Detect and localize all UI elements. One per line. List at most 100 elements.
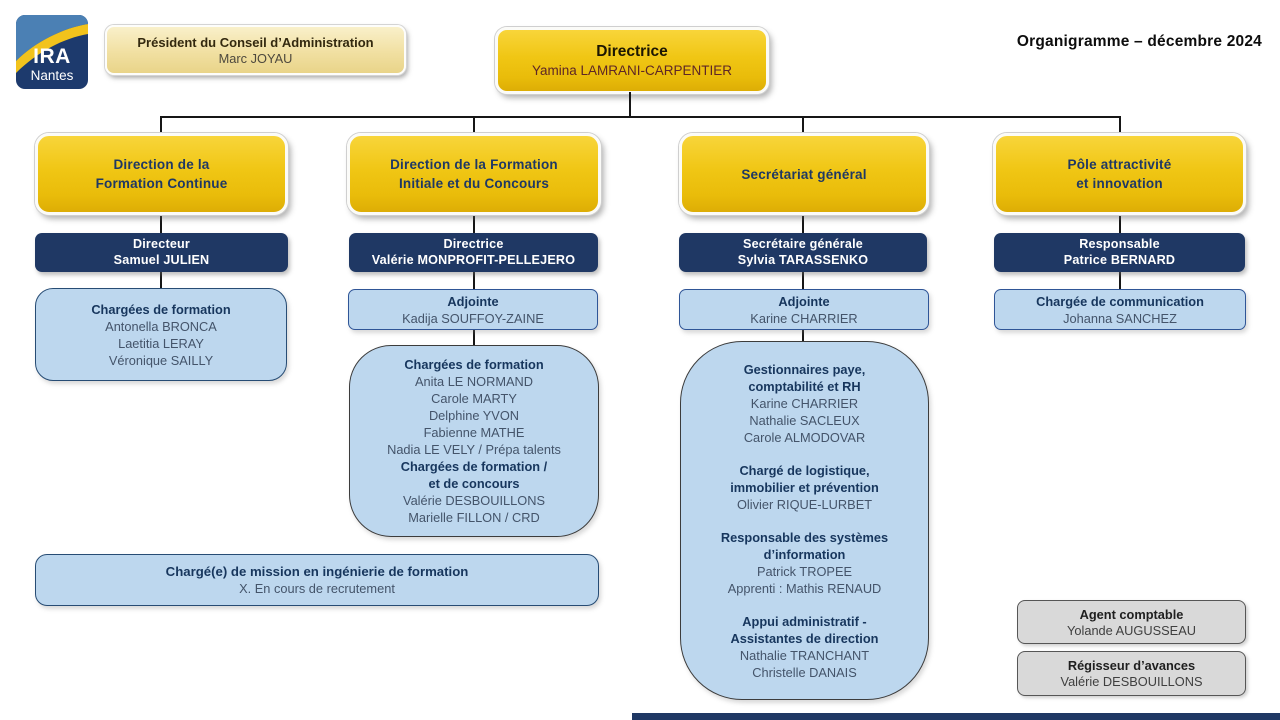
connector-b3-deputy	[802, 272, 804, 289]
connector-horizontal	[160, 116, 1121, 118]
team-subtitle: Assistantes de direction	[730, 630, 879, 646]
dept-box-secretariat-general: Secrétariat général	[679, 133, 929, 215]
connector-stub-b4	[1119, 116, 1121, 134]
head-box-responsable-pai: Responsable Patrice BERNARD	[994, 233, 1245, 272]
dept-title-line: Direction de la Formation	[390, 157, 558, 172]
team-member: Marielle FILLON / CRD	[408, 510, 540, 525]
connector-b4-head	[1119, 215, 1121, 234]
head-name: Samuel JULIEN	[113, 252, 210, 267]
team-subtitle: immobilier et prévention	[730, 479, 879, 495]
connector-stub-b1	[160, 116, 162, 134]
team-member: Patrick TROPEE	[756, 563, 853, 579]
logo-text-nantes: Nantes	[30, 68, 74, 83]
team-member: Carole MARTY	[431, 391, 517, 406]
team-member: Véronique SAILLY	[108, 352, 214, 368]
mission-name: X. En cours de recrutement	[239, 581, 395, 596]
team-member: Nadia LE VELY / Prépa talents	[387, 442, 561, 457]
head-name: Patrice BERNARD	[1063, 252, 1176, 267]
connector-b4-team	[1119, 272, 1121, 289]
team-member: Olivier RIQUE-LURBET	[736, 496, 873, 512]
directrice-name: Yamina LAMRANI-CARPENTIER	[531, 62, 733, 78]
logo-text-ira: IRA	[33, 45, 71, 68]
finance-title: Régisseur d’avances	[1067, 658, 1196, 673]
team-title: Chargées de formation	[91, 301, 231, 317]
dept-title-line: et innovation	[1076, 176, 1163, 191]
team-title: Chargées de formation	[404, 357, 544, 372]
mission-title: Chargé(e) de mission en ingénierie de fo…	[165, 564, 469, 579]
deputy-box-sg: Adjointe Karine CHARRIER	[679, 289, 929, 330]
dept-title-line: Direction de la	[113, 157, 210, 172]
connector-stub-b3	[802, 116, 804, 134]
team-box-fc: Chargées de formation Antonella BRONCA L…	[35, 288, 287, 381]
dept-title-line: Secrétariat général	[741, 166, 867, 182]
head-title: Responsable	[1079, 237, 1160, 251]
team-member: Fabienne MATHE	[423, 425, 525, 440]
deputy-title: Adjointe	[778, 293, 830, 309]
team-member: Delphine YVON	[428, 408, 520, 423]
president-title: Président du Conseil d’Administration	[137, 34, 374, 50]
dept-box-pole-attractivite: Pôle attractivité et innovation	[993, 133, 1246, 215]
team-subtitle: Appui administratif -	[742, 613, 867, 629]
finance-name: Valérie DESBOUILLONS	[1060, 674, 1203, 689]
president-box: Président du Conseil d’Administration Ma…	[105, 25, 406, 75]
directrice-title: Directrice	[596, 42, 668, 60]
head-name: Sylvia TARASSENKO	[737, 252, 869, 267]
team-member: Laetitia LERAY	[118, 335, 204, 351]
mission-box: Chargé(e) de mission en ingénierie de fo…	[35, 554, 599, 606]
agent-comptable-box: Agent comptable Yolande AUGUSSEAU	[1017, 600, 1246, 644]
team-box-communication: Chargée de communication Johanna SANCHEZ	[994, 289, 1246, 330]
dept-box-formation-continue: Direction de la Formation Continue	[35, 133, 288, 215]
deputy-box-fi: Adjointe Kadija SOUFFOY-ZAINE	[348, 289, 598, 330]
page-title: Organigramme – décembre 2024	[1016, 33, 1262, 50]
team-subtitle: comptabilité et RH	[748, 378, 861, 394]
connector-b1-team	[160, 272, 162, 288]
connector-b3-head	[802, 215, 804, 234]
team-subtitle: Chargé de logistique,	[739, 462, 870, 478]
deputy-name: Kadija SOUFFOY-ZAINE	[402, 310, 544, 326]
team-box-fi: Chargées de formation Anita LE NORMAND C…	[349, 345, 599, 537]
team-member: Nathalie SACLEUX	[749, 412, 860, 428]
dept-title-line: Pôle attractivité	[1067, 157, 1172, 172]
regisseur-avances-box: Régisseur d’avances Valérie DESBOUILLONS	[1017, 651, 1246, 696]
ira-nantes-logo: IRA Nantes	[16, 15, 88, 89]
head-title: Directeur	[132, 237, 191, 251]
team-member: Antonella BRONCA	[105, 318, 217, 334]
dept-title-line: Initiale et du Concours	[398, 176, 550, 191]
team-subtitle: Chargées de formation /	[400, 459, 548, 474]
team-member: Nathalie TRANCHANT	[739, 647, 870, 663]
team-member: Carole ALMODOVAR	[743, 429, 866, 445]
connector-stub-b2	[473, 116, 475, 134]
team-member: Anita LE NORMAND	[414, 374, 534, 389]
president-name: Marc JOYAU	[218, 50, 293, 66]
head-title: Directrice	[443, 237, 504, 251]
finance-title: Agent comptable	[1079, 606, 1184, 622]
team-subtitle: et de concours	[428, 476, 520, 491]
head-box-secretaire-generale: Secrétaire générale Sylvia TARASSENKO	[679, 233, 927, 272]
dept-box-formation-initiale: Direction de la Formation Initiale et du…	[347, 133, 601, 215]
team-member: Apprenti : Mathis RENAUD	[727, 580, 882, 596]
team-member: Johanna SANCHEZ	[1063, 310, 1177, 326]
team-title: Chargée de communication	[1036, 293, 1204, 309]
head-box-directrice-fi: Directrice Valérie MONPROFIT-PELLEJERO	[349, 233, 598, 272]
directrice-box: Directrice Yamina LAMRANI-CARPENTIER	[495, 27, 769, 94]
finance-name: Yolande AUGUSSEAU	[1067, 622, 1196, 638]
connector-b1-head	[160, 215, 162, 234]
team-member: Christelle DANAIS	[752, 664, 857, 680]
connector-b2-deputy	[473, 272, 475, 289]
dept-title-line: Formation Continue	[95, 176, 228, 191]
head-name: Valérie MONPROFIT-PELLEJERO	[371, 252, 576, 267]
head-title: Secrétaire générale	[742, 237, 863, 251]
logo-swoosh-icon	[16, 15, 88, 89]
connector-root-drop	[629, 92, 631, 117]
connector-b3-bigbox	[802, 330, 804, 341]
head-box-directeur-fc: Directeur Samuel JULIEN	[35, 233, 288, 272]
connector-b2-head	[473, 215, 475, 234]
bottom-accent-bar	[632, 713, 1280, 720]
team-subtitle: Gestionnaires paye,	[743, 361, 866, 377]
team-box-sg: Gestionnaires paye, comptabilité et RH K…	[680, 341, 929, 700]
team-subtitle: d’information	[763, 546, 846, 562]
connector-b2-bigbox	[473, 330, 475, 346]
deputy-name: Karine CHARRIER	[750, 310, 858, 326]
deputy-title: Adjointe	[447, 293, 499, 309]
